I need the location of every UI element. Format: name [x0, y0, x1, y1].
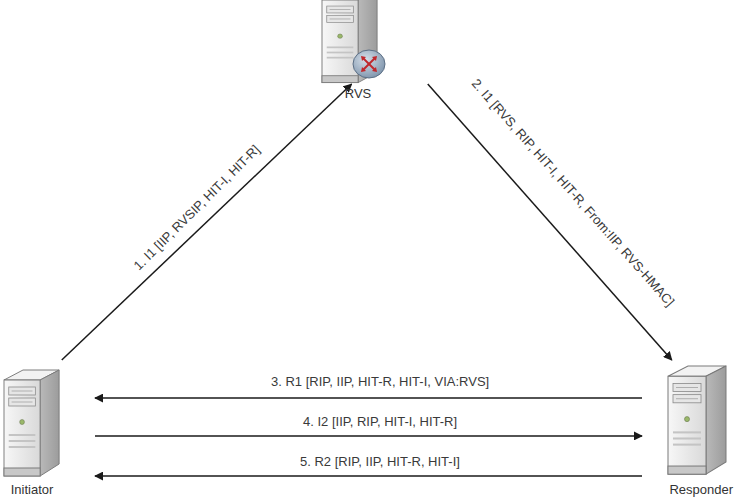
message-arrow — [95, 397, 642, 399]
node-label: Initiator — [0, 482, 64, 497]
server-icon — [4, 370, 59, 476]
server-node: Responder — [642, 360, 735, 480]
server-node: Initiator — [0, 360, 95, 480]
message-label: 4. I2 [IIP, RIP, HIT-I, HIT-R] — [303, 414, 457, 429]
message-label: 2. I1 [RVS, RIP, HIT-I, HIT-R, From:IIP,… — [469, 75, 678, 308]
message-label: 1. I1 [IIP, RVSIP, HIT-I, HIT-R] — [130, 141, 262, 272]
message-label: 5. R2 [RIP, IIP, HIT-R, HIT-I] — [300, 454, 460, 469]
message-arrow — [95, 475, 642, 477]
router-icon — [353, 50, 385, 78]
message-arrow — [62, 84, 352, 360]
server-node: RVS — [318, 0, 430, 84]
server-icon — [668, 366, 726, 474]
node-label: Responder — [642, 482, 733, 497]
message-label: 3. R1 [RIP, IIP, HIT-R, HIT-I, VIA:RVS] — [271, 374, 489, 389]
message-arrow — [428, 84, 672, 360]
message-arrow — [95, 435, 642, 437]
node-label: RVS — [318, 86, 398, 101]
